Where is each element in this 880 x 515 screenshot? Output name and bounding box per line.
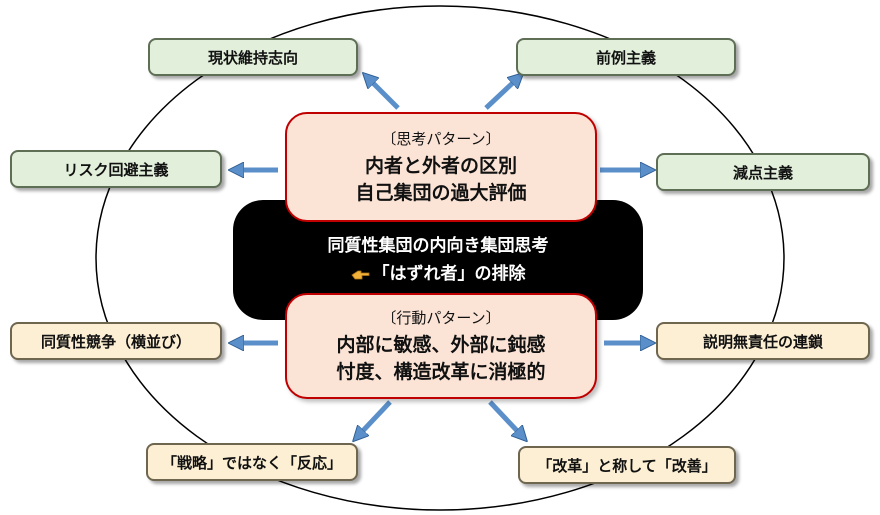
outer-ellipse — [95, 5, 785, 511]
box-precedent: 前例主義 — [516, 38, 736, 76]
box-risk-avoidance: リスク回避主義 — [10, 150, 222, 188]
box-status-quo: 現状維持志向 — [148, 38, 358, 76]
core-text: 同質性集団の内向き集団思考 「はずれ者」の排除 — [233, 228, 643, 292]
pointing-hand-icon — [350, 270, 369, 280]
arrow-to-top-right — [484, 78, 518, 110]
box-reform-improvement: 「改革」と称して「改善」 — [518, 446, 736, 484]
box-strategy-reaction: 「戦略」ではなく「反応」 — [146, 443, 358, 481]
action-pattern-box: 〔行動パターン〕 内部に敏感、外部に鈍感 忖度、構造改革に消極的 — [285, 293, 597, 399]
thinking-pattern-line1: 内者と外者の区別 — [364, 154, 517, 177]
box-homogeneous-competition: 同質性競争（横並び） — [10, 322, 222, 360]
core-line2: 「はずれ者」の排除 — [372, 264, 526, 284]
box-demerit: 減点主義 — [656, 153, 870, 191]
arrow-to-bottom-right — [488, 400, 522, 436]
arrow-to-top-left — [368, 78, 400, 110]
action-pattern-line1: 内部に敏感、外部に鈍感 — [336, 333, 546, 356]
thinking-pattern-box: 〔思考パターン〕 内者と外者の区別 自己集団の過大評価 — [285, 112, 597, 222]
action-pattern-heading: 〔行動パターン〕 — [381, 308, 501, 327]
box-accountability-chain: 説明無責任の連鎖 — [656, 322, 870, 360]
core-line1: 同質性集団の内向き集団思考 — [327, 236, 549, 256]
arrow-to-bottom-left — [358, 400, 392, 436]
thinking-pattern-heading: 〔思考パターン〕 — [381, 129, 501, 148]
action-pattern-line2: 忖度、構造改革に消極的 — [336, 360, 546, 383]
thinking-pattern-line2: 自己集団の過大評価 — [355, 181, 527, 204]
